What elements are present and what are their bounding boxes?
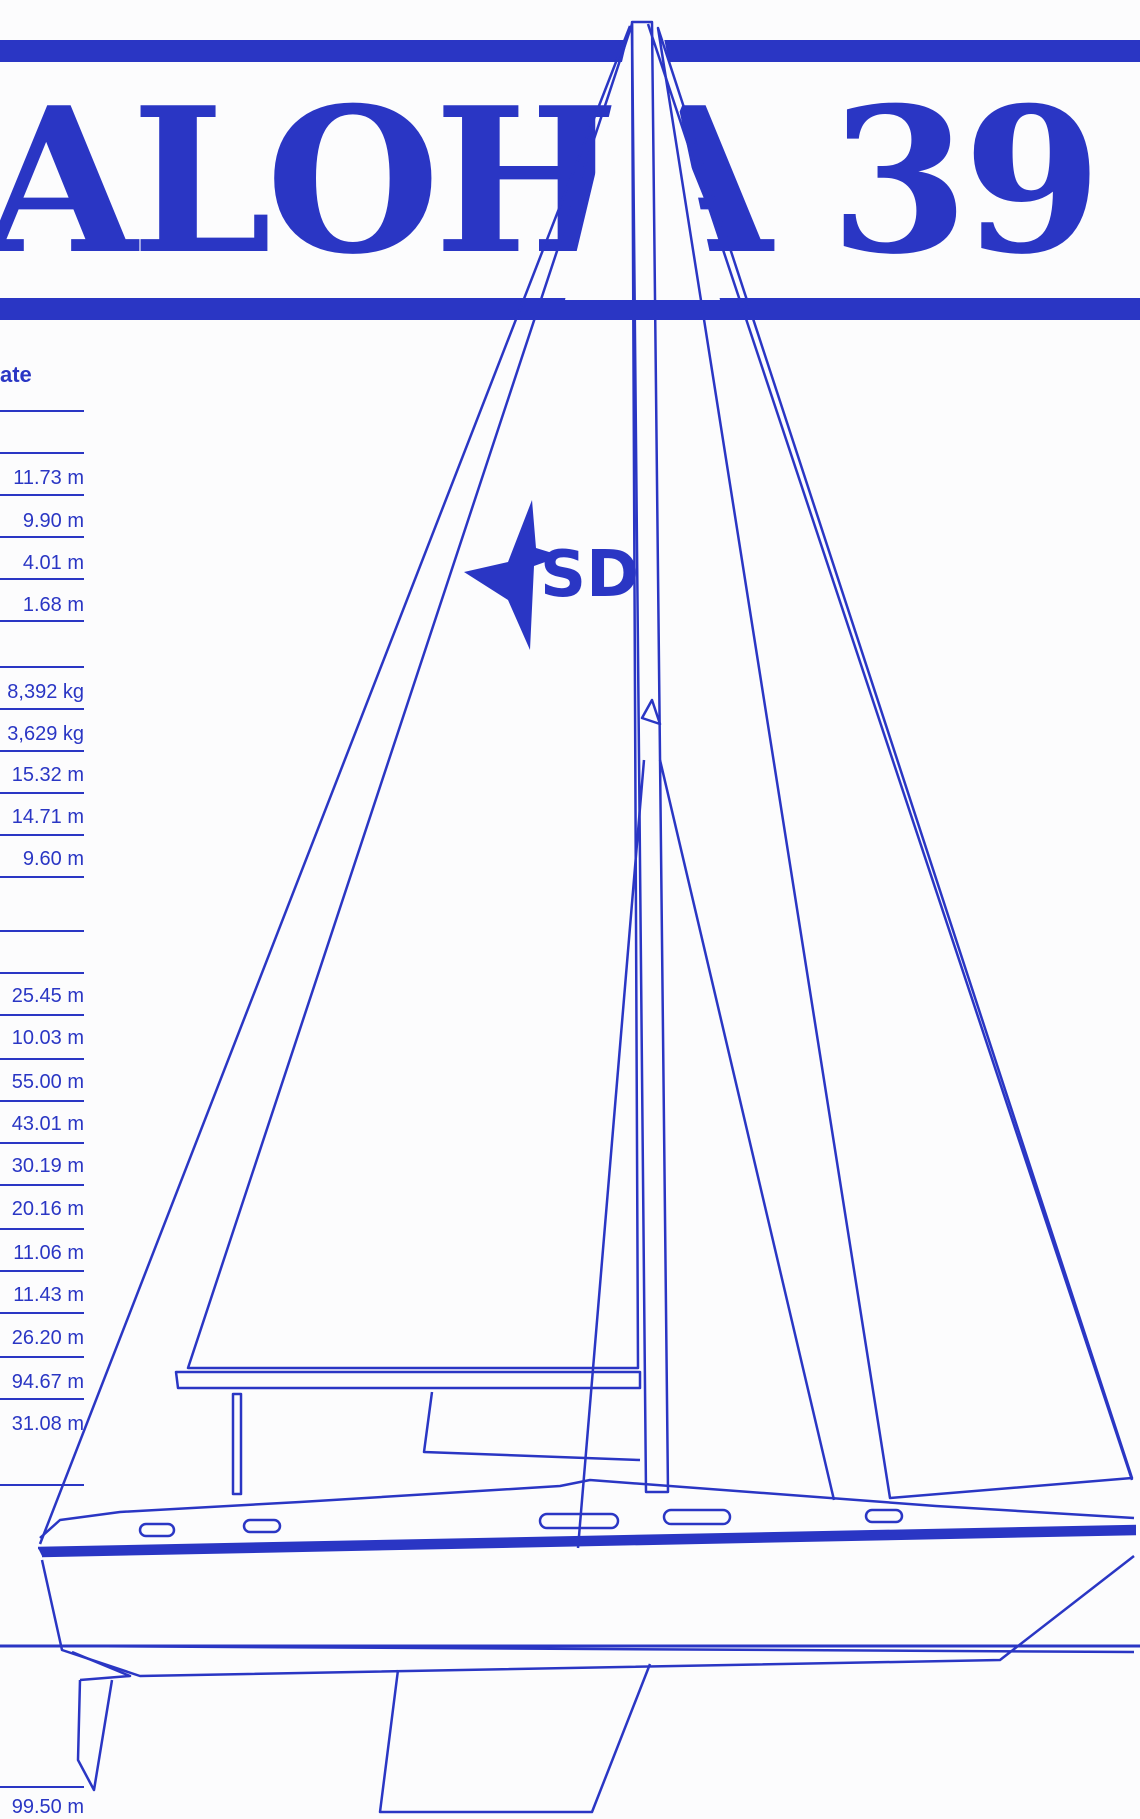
spec-rule xyxy=(0,1100,84,1102)
mast xyxy=(630,20,670,1494)
spec-rule xyxy=(0,1398,84,1400)
spec-value: 9.60 m xyxy=(22,848,84,870)
spreader xyxy=(640,698,662,726)
spec-rule xyxy=(0,750,84,752)
deck-line xyxy=(39,1478,1135,1539)
skeg xyxy=(71,1650,132,1682)
spec-rule xyxy=(0,1228,84,1230)
boom xyxy=(174,1370,642,1390)
portlight xyxy=(662,1508,732,1526)
spec-rule xyxy=(0,1184,84,1186)
spec-value: 31.08 m xyxy=(11,1413,84,1435)
spec-value: 99.50 m xyxy=(11,1796,84,1818)
sd-logo-text: SD xyxy=(540,538,639,612)
sd-star-icon xyxy=(464,500,562,650)
spec-value: 20.16 m xyxy=(11,1198,84,1220)
spec-value: 30.19 m xyxy=(11,1155,84,1177)
spec-rule xyxy=(0,666,84,668)
sprayhood xyxy=(422,1391,641,1462)
spec-value: 4.01 m xyxy=(22,552,84,574)
banner-bottom-bar xyxy=(0,298,1140,320)
spec-value: 43.01 m xyxy=(11,1113,84,1135)
backstay xyxy=(38,25,632,1545)
spec-value: 9.90 m xyxy=(22,510,84,532)
forestay xyxy=(646,23,1134,1481)
spec-value: 11.06 m xyxy=(13,1242,84,1264)
spec-rule xyxy=(0,410,84,412)
spec-value: 94.67 m xyxy=(11,1371,84,1393)
spec-value: 25.45 m xyxy=(11,985,84,1007)
spec-rule xyxy=(0,620,84,622)
mainsail xyxy=(186,22,640,1370)
portlight xyxy=(138,1522,176,1538)
keel xyxy=(378,1663,652,1814)
spec-value: 10.03 m xyxy=(11,1027,84,1049)
spec-rule xyxy=(0,494,84,496)
spec-value: 8,392 kg xyxy=(7,681,84,703)
spec-rule xyxy=(0,1356,84,1358)
headsail xyxy=(656,26,1134,1500)
portlight xyxy=(242,1518,282,1534)
hull-stripe xyxy=(38,1526,1136,1556)
spec-value: 26.20 m xyxy=(11,1327,84,1349)
spec-value: 3,629 kg xyxy=(7,723,84,745)
spec-value: 11.73 m xyxy=(13,467,84,489)
hull xyxy=(40,1555,1135,1678)
spec-rule xyxy=(0,1058,84,1060)
portlight xyxy=(538,1512,620,1530)
boom-post xyxy=(231,1392,243,1496)
spec-rule xyxy=(0,578,84,580)
spec-rule xyxy=(0,1786,84,1788)
spec-value: 14.71 m xyxy=(11,806,84,828)
shroud xyxy=(658,759,836,1501)
spec-value: 55.00 m xyxy=(11,1071,84,1093)
portlight xyxy=(864,1508,904,1524)
spec-rule xyxy=(0,930,84,932)
model-title: ALOHA 39 xyxy=(0,64,1102,299)
spec-rule xyxy=(0,792,84,794)
banner-top-bar xyxy=(0,40,1140,62)
spec-rule xyxy=(0,452,84,454)
spec-rule xyxy=(0,708,84,710)
spec-value: 1.68 m xyxy=(22,594,84,616)
shroud xyxy=(576,759,646,1549)
spec-rule xyxy=(0,834,84,836)
spec-rule xyxy=(0,876,84,878)
spec-rule xyxy=(0,1312,84,1314)
rudder xyxy=(76,1679,114,1792)
spec-rule xyxy=(0,1014,84,1016)
spec-rule xyxy=(0,1484,84,1486)
spec-value: 15.32 m xyxy=(11,764,84,786)
title-banner: ALOHA 39 xyxy=(0,40,1140,320)
spec-rule xyxy=(0,972,84,974)
spec-column-header: ate xyxy=(0,362,32,387)
spec-rule xyxy=(0,536,84,538)
spec-value: 11.43 m xyxy=(13,1284,84,1306)
spec-rule xyxy=(0,1142,84,1144)
spec-rule xyxy=(0,1270,84,1272)
sail-knockout xyxy=(565,20,720,300)
